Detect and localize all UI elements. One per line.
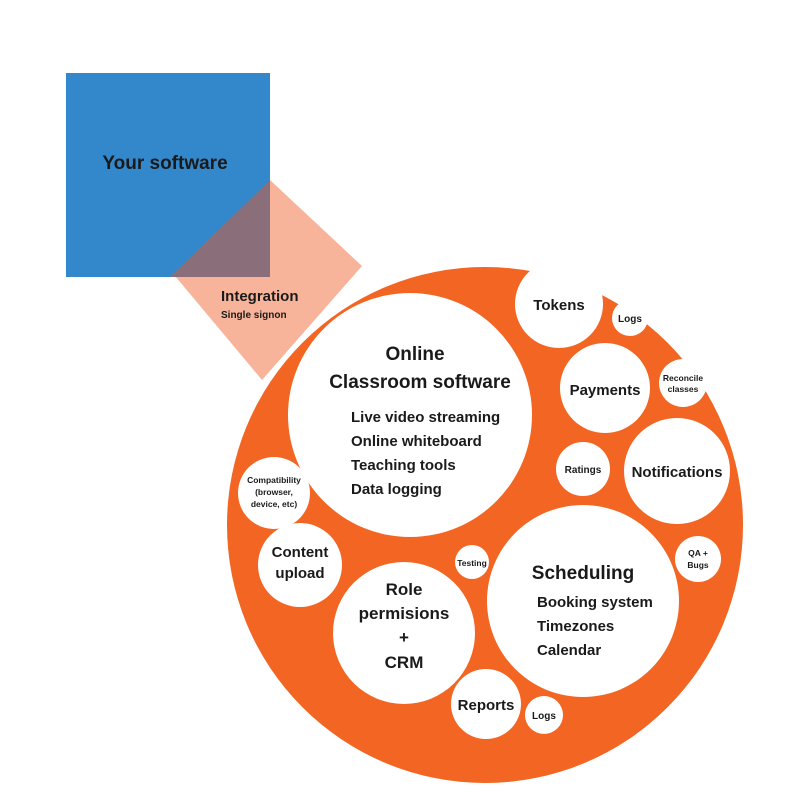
qa-bubble: [675, 536, 721, 582]
compatibility-bubble: [238, 457, 310, 529]
your-software-label: Your software: [102, 153, 227, 174]
core-circle: [288, 293, 532, 537]
core-feature: Live video streaming: [351, 409, 500, 426]
content-upload-bubble: [258, 523, 342, 607]
scheduling-title: Scheduling: [532, 563, 634, 584]
scheduling-feature: Booking system: [537, 594, 653, 611]
integration-overlap: [170, 180, 270, 277]
roles-crm-label: Role: [386, 580, 423, 599]
core-title-line1: Online: [385, 344, 444, 365]
reports-bubble: [451, 669, 521, 739]
logs-bottom-label: Logs: [532, 711, 556, 722]
content-upload-label: upload: [275, 565, 324, 582]
roles-crm-label: +: [399, 628, 409, 647]
ratings-label: Ratings: [565, 465, 602, 476]
logs-top-label: Logs: [618, 314, 642, 325]
compatibility-label: Compatibility: [247, 475, 301, 485]
roles-crm-label: permisions: [359, 604, 450, 623]
content-upload-label: Content: [272, 544, 329, 561]
compatibility-label: device, etc): [251, 499, 297, 509]
notifications-bubble: [624, 418, 730, 524]
integration-title: Integration: [221, 288, 299, 305]
scheduling-circle: [487, 505, 679, 697]
notifications-label: Notifications: [632, 464, 723, 481]
core-feature: Online whiteboard: [351, 433, 482, 450]
payments-bubble: [560, 343, 650, 433]
compatibility-label: (browser,: [255, 487, 293, 497]
reconcile-label: Reconcile: [663, 373, 703, 383]
tokens-bubble: [515, 260, 603, 348]
scheduling-feature: Calendar: [537, 642, 601, 659]
payments-label: Payments: [570, 382, 641, 399]
testing-label: Testing: [457, 558, 487, 568]
core-feature: Data logging: [351, 481, 442, 498]
core-title-line2: Classroom software: [329, 372, 511, 393]
reports-label: Reports: [458, 697, 515, 714]
logs-bottom-bubble: [525, 696, 563, 734]
qa-label: QA +: [688, 548, 708, 558]
reconcile-label: classes: [668, 384, 699, 394]
ratings-bubble: [556, 442, 610, 496]
tokens-label: Tokens: [533, 297, 584, 314]
roles-crm-label: CRM: [385, 653, 424, 672]
roles-crm-circle: [333, 562, 475, 704]
integration-subtitle: Single signon: [221, 310, 287, 321]
reconcile-bubble: [659, 359, 707, 407]
scheduling-feature: Timezones: [537, 618, 614, 635]
logs-top-bubble: [612, 300, 648, 336]
qa-label: Bugs: [687, 560, 709, 570]
core-feature: Teaching tools: [351, 457, 456, 474]
testing-bubble: [455, 545, 489, 579]
